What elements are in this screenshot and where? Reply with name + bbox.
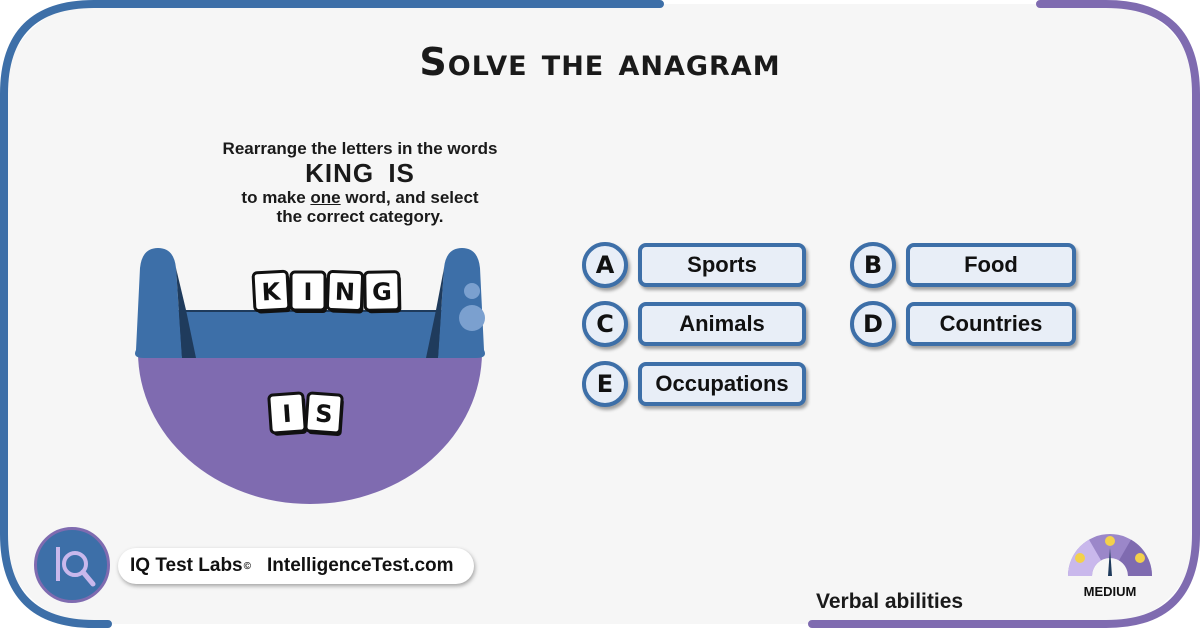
- option-button-occupations[interactable]: Occupations: [638, 362, 806, 406]
- letter-tile: G: [363, 270, 402, 314]
- instruction-emphasis: one: [310, 188, 341, 207]
- option-button-food[interactable]: Food: [906, 243, 1076, 287]
- letter-tile: S: [304, 391, 344, 437]
- option-letter: E: [582, 361, 628, 407]
- post-dot-small: [464, 283, 480, 299]
- letter-tile: I: [267, 391, 308, 436]
- option-letter: C: [582, 301, 628, 347]
- page-title: Solve the anagram: [419, 40, 781, 84]
- option-letter: B: [850, 242, 896, 288]
- option-e[interactable]: E Occupations: [582, 361, 806, 407]
- difficulty-label: MEDIUM: [1083, 584, 1137, 599]
- letter-tile-text: I: [282, 400, 293, 429]
- letter-tile-text: K: [261, 277, 282, 306]
- letter-tile-text: S: [314, 399, 333, 428]
- difficulty-gauge-icon: [1068, 534, 1152, 576]
- letter-tile: I: [289, 270, 327, 313]
- iq-magnifier-icon: [34, 527, 110, 603]
- instruction-line-1: Rearrange the letters in the words: [222, 139, 498, 158]
- letter-tile-text: G: [372, 278, 392, 306]
- letter-tile-text: I: [304, 278, 313, 306]
- brand-name: IQ Test Labs: [130, 555, 243, 576]
- option-b[interactable]: B Food: [850, 242, 1076, 288]
- option-button-sports[interactable]: Sports: [638, 243, 806, 287]
- option-c[interactable]: C Animals: [582, 301, 806, 347]
- option-button-animals[interactable]: Animals: [638, 302, 806, 346]
- instruction-line-2: to make one word, and select: [130, 188, 590, 207]
- category-label: Verbal abilities: [816, 590, 964, 613]
- instructions: Rearrange the letters in the words KING …: [130, 139, 590, 226]
- brand-pill[interactable]: IQ Test Labs© IntelligenceTest.com: [118, 548, 474, 584]
- letter-tile-text: N: [334, 278, 355, 307]
- shelf: [182, 312, 438, 358]
- instruction-text: to make: [241, 188, 311, 207]
- option-letter: D: [850, 301, 896, 347]
- instruction-text: word, and select: [340, 188, 479, 207]
- gauge-needle: [1108, 548, 1112, 576]
- brand-site-link[interactable]: IntelligenceTest.com: [267, 555, 454, 576]
- post-dot-large: [459, 305, 485, 331]
- copyright-mark: ©: [243, 560, 251, 572]
- right-post: [438, 248, 485, 358]
- anagram-words: KING IS: [305, 158, 415, 188]
- letter-tile: K: [251, 269, 291, 314]
- letter-tile: N: [325, 270, 365, 314]
- instruction-line-3: the correct category.: [276, 207, 444, 226]
- option-d[interactable]: D Countries: [850, 301, 1076, 347]
- left-post: [135, 248, 182, 358]
- option-button-countries[interactable]: Countries: [906, 302, 1076, 346]
- option-a[interactable]: A Sports: [582, 242, 806, 288]
- option-letter: A: [582, 242, 628, 288]
